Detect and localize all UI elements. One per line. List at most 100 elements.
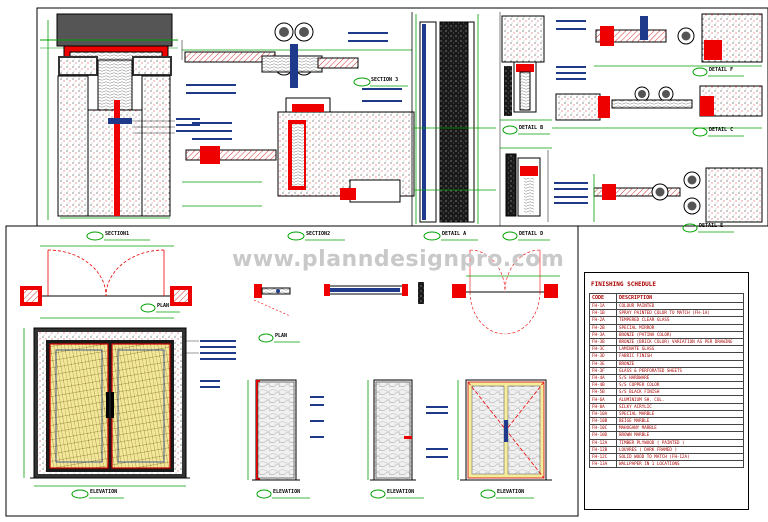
- detail-a-drawing: [411, 12, 501, 226]
- finishing-schedule: FINISHING SCHEDULE CODE DESCRIPTION FH-1…: [584, 272, 749, 510]
- title-detail-a: DETAIL A: [442, 231, 467, 237]
- schedule-code: FH-10B: [589, 416, 617, 426]
- detail-c-drawing: [500, 147, 588, 222]
- schedule-code: FH-10C: [589, 424, 617, 433]
- title-elevation-4: ELEVATION: [497, 489, 525, 495]
- detail-e-drawing: [552, 85, 763, 129]
- schedule-code: FH-3D: [589, 352, 617, 361]
- schedule-description: TEMPERED CLEAR GLASS: [616, 316, 744, 325]
- section2-drawing: [181, 22, 415, 207]
- schedule-code: FH-13A: [589, 460, 617, 469]
- schedule-description: COLOUR PAINTED: [616, 301, 744, 311]
- title-plan-2: PLAN: [275, 333, 288, 339]
- schedule-code: FH-3E: [589, 359, 617, 368]
- schedule-description: BEIGE MARBLE: [616, 416, 744, 426]
- schedule-description: SPECIAL MIRROR: [616, 323, 744, 332]
- elevation-door-2: [247, 379, 324, 481]
- schedule-code: FH-3B: [589, 337, 617, 347]
- title-elevation-2: ELEVATION: [273, 489, 301, 495]
- detail-b-drawing: [500, 15, 586, 121]
- title-section1: SECTION1: [105, 231, 130, 237]
- title-underlines: [89, 75, 744, 499]
- section1-drawing: [40, 13, 200, 220]
- schedule-code: FH-6A: [589, 395, 617, 404]
- schedule-description: FABRIC FINISH: [616, 352, 744, 361]
- title-plan-1: PLAN: [157, 303, 170, 309]
- detail-f-drawing: [593, 167, 763, 223]
- schedule-header-desc: DESCRIPTION: [616, 293, 744, 303]
- schedule-description: WALLPAPER IN 1 LOCATIONS: [616, 460, 744, 469]
- plan-details-row: [253, 249, 560, 335]
- watermark: www.planndesignpro.com: [232, 247, 565, 272]
- schedule-description: MAHOGANY MARBLE: [616, 424, 744, 433]
- title-elevation-3: ELEVATION: [387, 489, 415, 495]
- detail-d-drawing: [594, 13, 763, 67]
- schedule-description: BRONZE (PATINA COLOR): [616, 330, 744, 339]
- schedule-code: FH-2A: [589, 316, 617, 325]
- schedule-code: FH-4A: [589, 373, 617, 383]
- schedule-code: FH-3C: [589, 345, 617, 354]
- schedule-code: FH-12C: [589, 452, 617, 462]
- schedule-header-code: CODE: [589, 293, 617, 303]
- schedule-description: BROWN MARBLE: [616, 431, 744, 440]
- schedule-description: ALUMINIUM SH. COL.: [616, 395, 744, 404]
- title-detail-b: DETAIL B: [519, 125, 544, 131]
- schedule-description: BRONZE: [616, 359, 744, 368]
- schedule-header-row: CODE DESCRIPTION: [589, 293, 744, 303]
- schedule-code: FH-10A: [589, 409, 617, 419]
- schedule-code: FH-2B: [589, 323, 617, 332]
- title-section2: SECTION2: [306, 231, 331, 237]
- schedule-code: FH-1B: [589, 309, 617, 318]
- elevation-door-3: [367, 379, 448, 481]
- schedule-description: LOUVRES ( DARK FRAMED ): [616, 445, 744, 454]
- schedule-title: FINISHING SCHEDULE: [591, 281, 657, 288]
- title-markers: [71, 67, 708, 499]
- schedule-description: S/S COPPER COLOR: [616, 381, 744, 390]
- title-section3: SECTION 3: [371, 77, 399, 83]
- plan-drawing: [20, 245, 192, 319]
- schedule-code: FH-3A: [589, 330, 617, 339]
- schedule-description: SPRAY PAINTED COLOR TO MATCH (FH-1A): [616, 309, 744, 318]
- schedule-description: GLASS & PERFORATED SHEETS: [616, 366, 744, 375]
- schedule-code: FH-5B: [589, 388, 617, 397]
- title-detail-c: DETAIL C: [709, 127, 734, 133]
- title-elevation-1: ELEVATION: [90, 489, 118, 495]
- schedule-description: TIMBER PLYWOOD ( PAINTED ): [616, 438, 744, 447]
- elevation-main-door: [23, 327, 236, 487]
- schedule-code: FH-12A: [589, 438, 617, 447]
- title-detail-f: DETAIL F: [709, 67, 734, 73]
- schedule-code: FH-1A: [589, 301, 617, 311]
- schedule-description: SPECIAL MARBLE: [616, 409, 744, 419]
- schedule-description: S/S BLACK FINISH: [616, 388, 744, 397]
- title-detail-d: DETAIL D: [519, 231, 544, 237]
- schedule-code: FH-3F: [589, 366, 617, 375]
- schedule-description: SILKY ACRYLIC: [616, 402, 744, 411]
- schedule-code: FH-8A: [589, 402, 617, 411]
- title-detail-e: DETAIL E: [699, 223, 724, 229]
- schedule-description: SOLID WOOD TO MATCH (FH-12A): [616, 452, 744, 462]
